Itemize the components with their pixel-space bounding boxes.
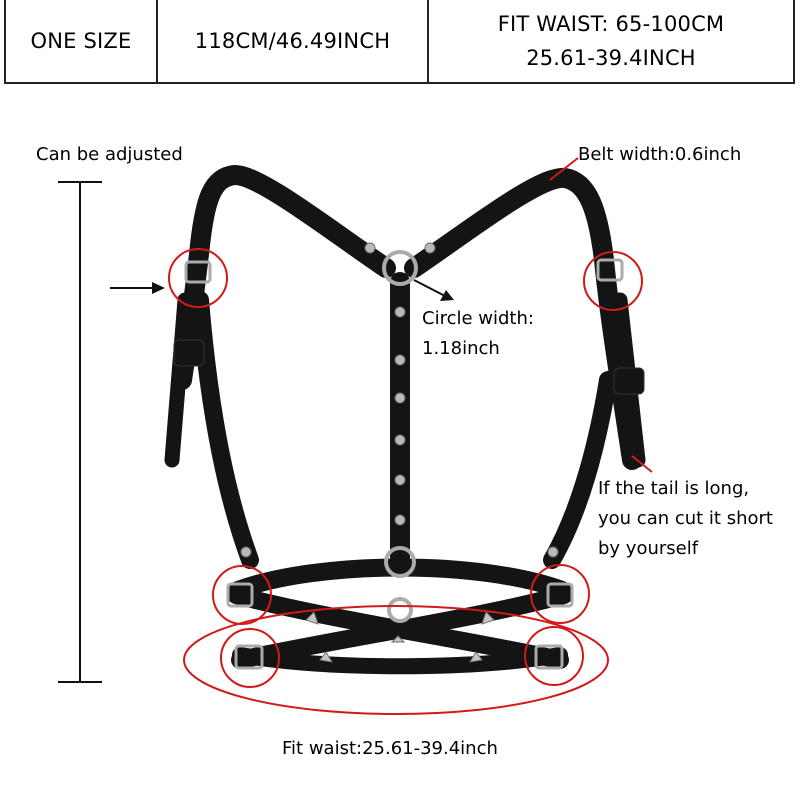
tail-note-line-2: you can cut it short [598,508,773,529]
circle-width-arrow [413,279,454,301]
circle-width-line-1: Circle width: [422,308,534,329]
adjustable-label: Can be adjusted [36,144,183,165]
tail-note-line-3: by yourself [598,538,699,559]
o-rings [382,250,418,623]
circle-width-label: Circle width: 1.18inch [422,304,534,364]
fit-waist-label: Fit waist:25.61-39.4inch [282,738,498,759]
adjust-arrow [110,282,165,294]
tail-note: If the tail is long, you can cut it shor… [598,474,773,564]
circle-width-line-2: 1.18inch [422,338,500,359]
strap-keepers [173,339,645,395]
spikes [305,611,495,663]
length-value: 118CM/46.49INCH [194,29,391,53]
buckles [184,258,624,670]
fit-waist-inch: 25.61-39.4INCH [526,46,696,70]
waist-belts [227,558,573,675]
tail-note-line-1: If the tail is long, [598,478,750,499]
size-cell: ONE SIZE [6,0,158,82]
length-cell: 118CM/46.49INCH [158,0,429,82]
height-scale [58,181,102,683]
fit-waist-cell: FIT WAIST: 65-100CM 25.61-39.4INCH [429,0,793,82]
rivets [240,242,559,558]
belt-width-label: Belt width:0.6inch [578,144,742,165]
pointer-lines [549,157,653,473]
size-value: ONE SIZE [30,29,132,53]
fit-waist-cm: FIT WAIST: 65-100CM [497,12,725,36]
size-table: ONE SIZE 118CM/46.49INCH FIT WAIST: 65-1… [4,0,795,84]
highlight-circles [168,248,643,715]
shoulder-straps [164,164,646,570]
